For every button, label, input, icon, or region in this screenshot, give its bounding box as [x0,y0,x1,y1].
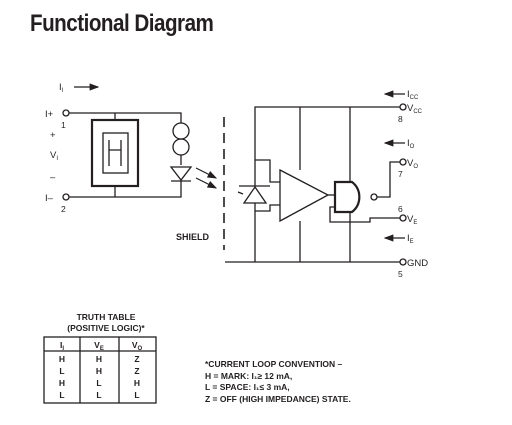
shield-label: SHIELD [176,232,210,242]
tt-cell: H [59,378,65,388]
tt-cell: L [59,366,64,376]
table-row: H H Z [59,354,140,364]
label-minus-in: I– [45,193,54,204]
tt-cell: Z [134,366,139,376]
pin2-terminal [62,193,70,201]
input-wire-top [69,112,182,123]
note-line-1: *CURRENT LOOP CONVENTION – [205,359,343,369]
and-gate-icon [333,180,378,214]
vo-output-wire [377,161,400,198]
tt-header-ve: VE [94,340,104,352]
pin7-number: 7 [398,169,403,179]
label-io: IO [407,138,415,150]
amplifier-icon [279,168,330,223]
amp-input-wire [255,159,280,183]
pin6-number: 6 [398,204,403,214]
pin5-terminal [399,258,407,266]
pin2-number: 2 [61,204,66,214]
label-plus-in: I+ [45,109,54,120]
current-regulator-icon [172,122,190,165]
amp-input-wire-2 [255,204,280,212]
table-row: L H Z [59,366,139,376]
label-gnd: GND [407,258,428,269]
tt-header-ii: II [60,340,64,352]
label-ie: IE [407,233,414,245]
pin8-terminal [399,103,407,111]
table-row: H L H [59,378,140,388]
note-line-4: Z = OFF (HIGH IMPEDANCE) STATE. [205,394,351,404]
pin5-number: 5 [398,269,403,279]
label-vo: VO [407,158,418,170]
input-stage-box [90,118,140,188]
tt-cell: H [96,366,102,376]
tt-cell: H [96,354,102,364]
label-vi: VI [50,150,58,162]
led-icon [169,166,193,188]
tt-cell: L [96,378,101,388]
label-plus: + [50,130,56,141]
label-vcc: VCC [407,103,423,115]
pin6-terminal [399,214,407,222]
truth-table-subtitle: (POSITIVE LOGIC)* [67,323,145,333]
note-line-2: H = MARK: I₁≥ 12 mA, [205,371,292,381]
pin8-number: 8 [398,114,403,124]
pin1-number: 1 [61,120,66,130]
label-minus: – [50,172,56,183]
photodiode-icon [237,160,270,211]
tt-cell: L [96,390,101,400]
pin1-terminal [62,109,70,117]
note-line-3: L = SPACE: I₁≤ 3 mA, [205,382,290,392]
tt-cell: H [134,378,140,388]
tt-cell: L [59,390,64,400]
label-ve: VE [407,214,417,226]
input-wire-bottom [69,188,182,198]
tt-cell: Z [134,354,139,364]
pin7-terminal [399,158,407,166]
table-row: L L L [59,390,139,400]
truth-table-title: TRUTH TABLE [77,312,136,322]
truth-table-grid [43,336,157,404]
label-icc: ICC [407,89,419,101]
label-i-in: II [59,82,64,94]
ve-enable-wire [329,206,400,223]
diagram-title: Functional Diagram [30,10,214,37]
light-emission-arrows [195,167,218,189]
tt-cell: H [59,354,65,364]
tt-cell: L [134,390,139,400]
tt-header-vo: VO [132,340,143,352]
vcc-rail [254,106,400,113]
